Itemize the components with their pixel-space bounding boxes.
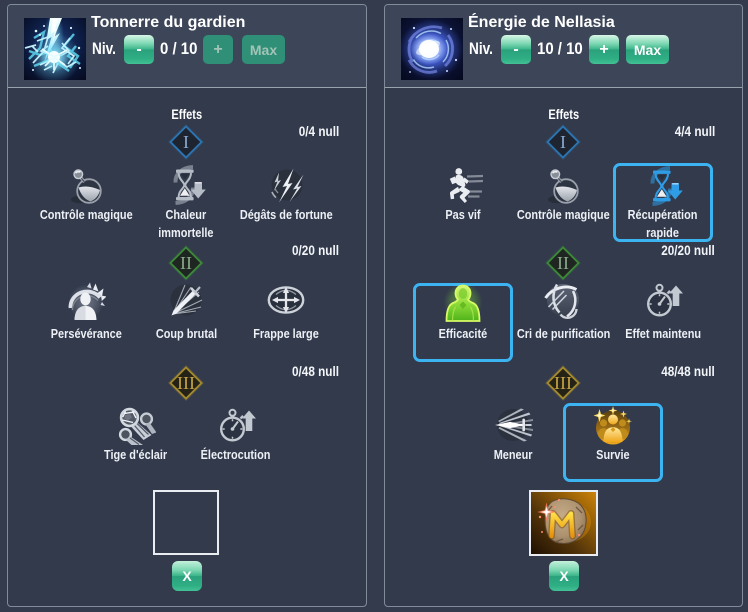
svg-text:I: I [183, 132, 189, 152]
svg-text:III: III [177, 373, 195, 393]
svg-text:III: III [554, 373, 572, 393]
svg-text:II: II [557, 253, 569, 273]
svg-text:II: II [180, 253, 192, 273]
svg-text:I: I [560, 132, 566, 152]
